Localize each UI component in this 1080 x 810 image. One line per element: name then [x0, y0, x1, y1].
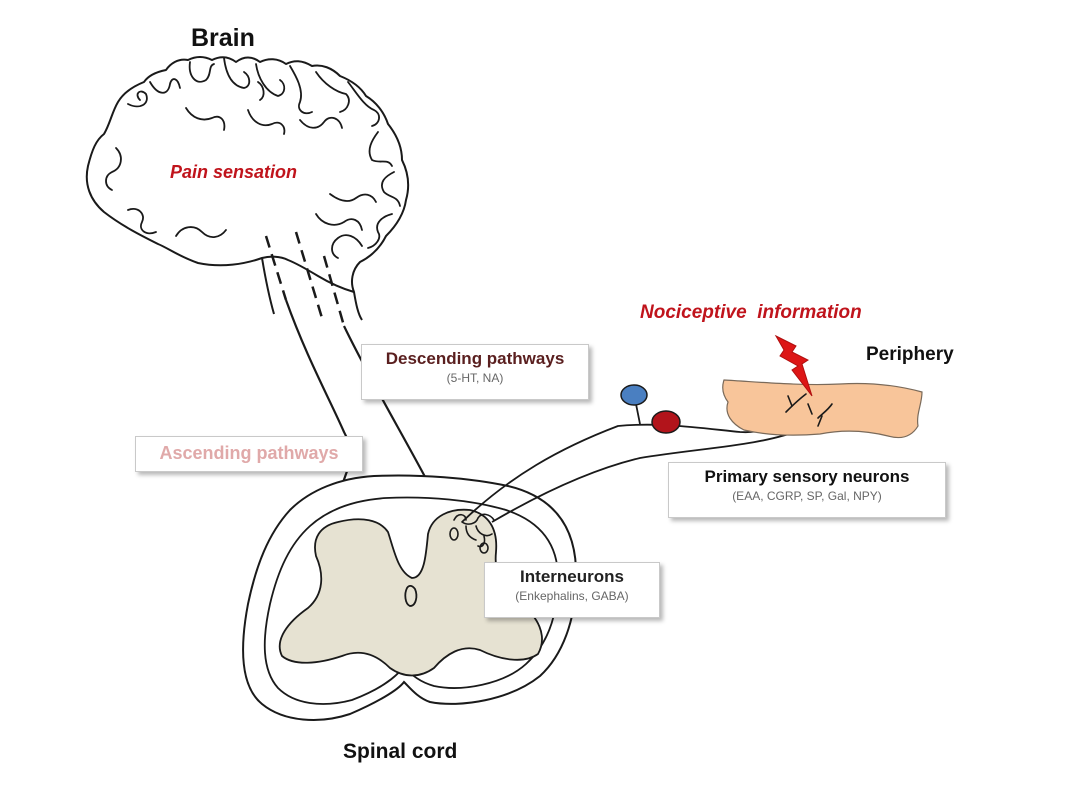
brainstem-right-edge	[353, 291, 363, 321]
central-canal	[404, 584, 418, 607]
primary-sensory-neurons-subtitle: (EAA, CGRP, SP, Gal, NPY)	[732, 489, 882, 503]
interneurons-title: Interneurons	[520, 567, 624, 586]
primary-sensory-neurons-title: Primary sensory neurons	[704, 467, 910, 486]
spinal-cord-label: Spinal cord	[343, 740, 458, 763]
blue-neuron-stalk	[635, 403, 641, 425]
descending-pathways-title: Descending pathways	[385, 349, 565, 368]
brain-label: Brain	[191, 24, 255, 52]
ascending-pathways-box: Ascending pathways	[135, 436, 363, 472]
descending-pathways-box: Descending pathways (5-HT, NA)	[361, 344, 589, 400]
nerve-endings	[785, 393, 833, 427]
interneurons-subtitle: (Enkephalins, GABA)	[515, 589, 629, 603]
descending-pathways-subtitle: (5-HT, NA)	[446, 371, 504, 385]
interneurons-box: Interneurons (Enkephalins, GABA)	[484, 562, 660, 618]
ascending-pathways-title: Ascending pathways	[159, 443, 339, 463]
brain-gyri	[105, 57, 401, 259]
brainstem-left-edge	[261, 257, 275, 315]
brainstem-dashed-pathways	[264, 231, 346, 327]
pain-sensation-label: Pain sensation	[170, 162, 298, 182]
spinal-cord-inner	[263, 496, 559, 705]
nociceptive-information-label: Nociceptive information	[640, 302, 862, 323]
primary-sensory-neurons-box: Primary sensory neurons (EAA, CGRP, SP, …	[668, 462, 946, 518]
periphery-tissue	[722, 379, 923, 439]
periphery-label: Periphery	[866, 344, 954, 365]
nociceptive-stimulus-lightning	[774, 334, 813, 397]
red-neuron-cell	[651, 410, 681, 434]
blue-neuron-cell	[620, 384, 648, 406]
brain-outline	[85, 56, 410, 293]
spinal-gray-matter	[278, 508, 543, 677]
